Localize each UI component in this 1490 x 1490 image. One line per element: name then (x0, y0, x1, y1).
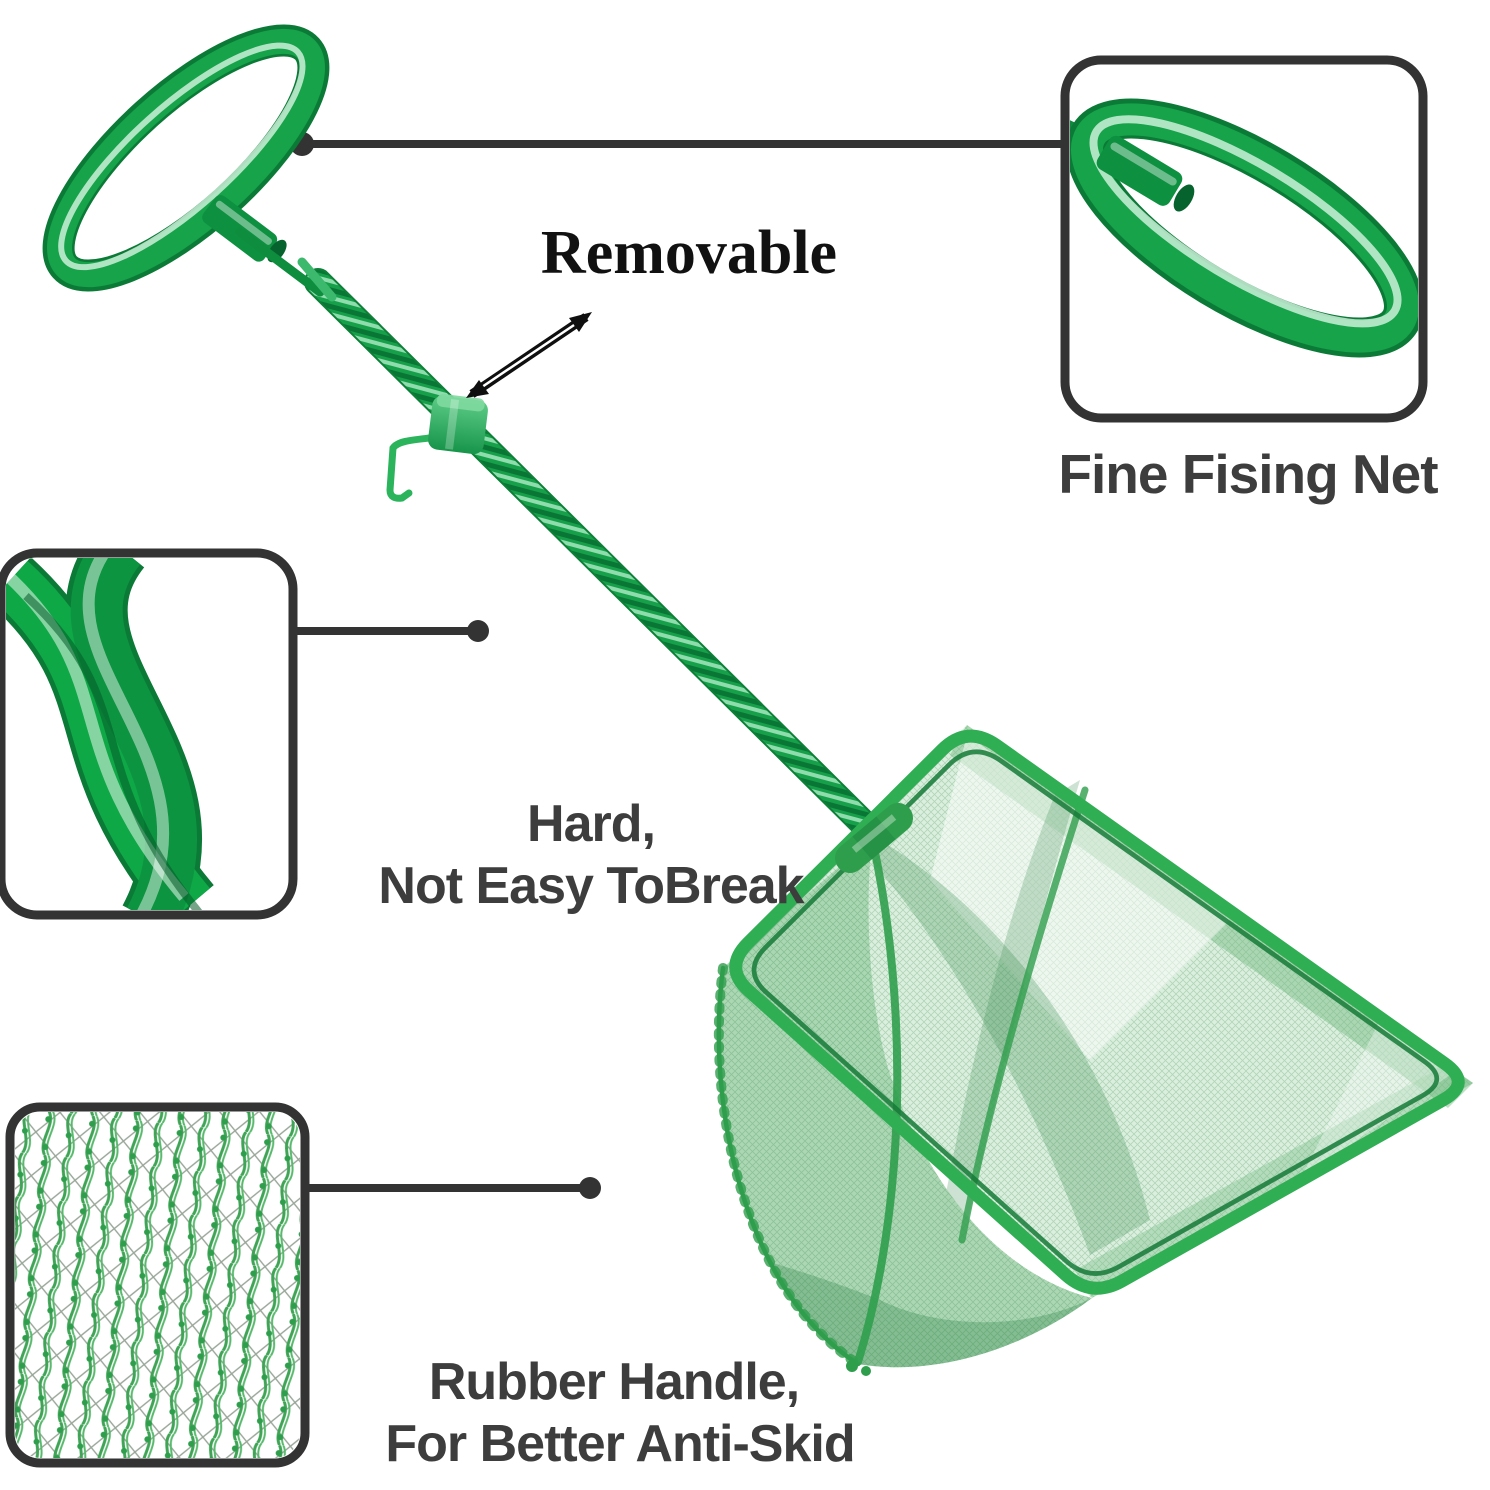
loop-closeup (1070, 98, 1418, 358)
label-removable: Removable (540, 219, 838, 287)
removable-arrow-icon (466, 312, 592, 398)
callout-line-rubber (302, 1177, 601, 1199)
label-rubber-line1: Rubber Handle, (428, 1353, 800, 1411)
inset-mesh-texture (5, 1102, 310, 1468)
label-hard-line2: Not Easy ToBreak (378, 857, 804, 915)
shaft-ferrule (835, 803, 913, 873)
callout-line-hard (290, 620, 489, 642)
callout-dot-shaft (467, 620, 489, 642)
callout-line-fine-net (290, 132, 1063, 156)
label-fine-fishing-net: Fine Fising Net (1058, 443, 1438, 505)
clip-hook-icon (386, 434, 434, 502)
handle-shaft (304, 268, 886, 846)
label-hard-line1: Hard, (527, 795, 656, 853)
removable-clip (386, 393, 488, 502)
callout-dot-net (579, 1177, 601, 1199)
inset-handle-texture (0, 548, 298, 920)
handle-loop (42, 24, 337, 302)
mesh-closeup (15, 1112, 300, 1458)
inset-fine-net (1060, 55, 1428, 423)
net-head (713, 725, 1473, 1376)
net-bag (713, 786, 1092, 1376)
net-frame (729, 729, 1465, 1295)
twist-closeup (6, 558, 214, 910)
label-rubber-line2: For Better Anti-Skid (385, 1415, 855, 1473)
